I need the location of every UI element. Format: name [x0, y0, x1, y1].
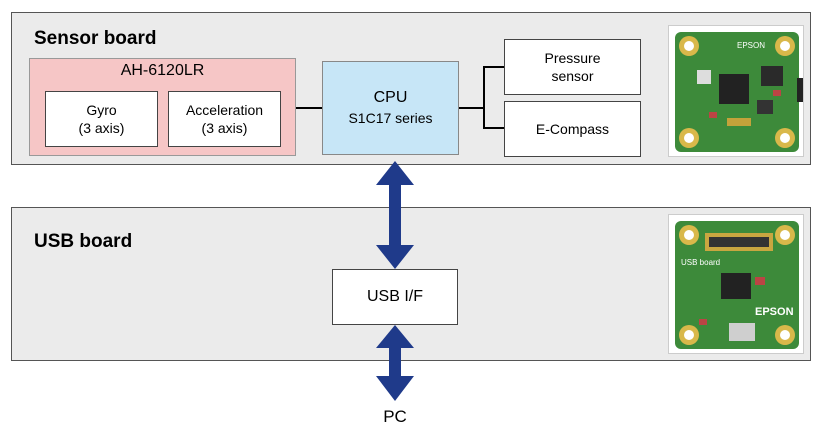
usb-photo-label: USB board — [681, 258, 720, 267]
pressure-sensor-label: sensor — [551, 68, 594, 84]
usb-photo-brand: EPSON — [755, 306, 794, 318]
e-compass-box: E-Compass — [504, 101, 641, 157]
cpu-series-label: S1C17 series — [348, 110, 433, 126]
usb-interface-label: USB I/F — [366, 288, 423, 305]
sensor-photo-brand: EPSON — [737, 41, 765, 50]
usb-interface-box: USB I/F — [332, 269, 458, 325]
acceleration-label: Acceleration — [185, 102, 264, 118]
e-compass-label: E-Compass — [535, 121, 610, 137]
sensor-board-title: Sensor board — [34, 28, 157, 49]
pressure-sensor-box: Pressure sensor — [504, 39, 641, 95]
usb-pc-double-arrow — [376, 325, 414, 401]
sensor-usb-double-arrow — [376, 161, 414, 269]
acceleration-axis-label: (3 axis) — [201, 120, 248, 136]
cpu-label: CPU — [373, 89, 408, 106]
gyro-axis-label: (3 axis) — [78, 120, 125, 136]
gyro-label: Gyro — [86, 102, 117, 118]
sensor-board-photo: EPSON — [668, 25, 804, 157]
cpu-box: CPU S1C17 series — [322, 61, 459, 155]
module-title: AH-6120LR — [120, 62, 205, 79]
pressure-label: Pressure — [544, 50, 601, 66]
gyro-box: Gyro (3 axis) — [45, 91, 158, 147]
acceleration-box: Acceleration (3 axis) — [168, 91, 281, 147]
usb-board-title: USB board — [34, 231, 133, 252]
pc-label: PC — [383, 407, 407, 426]
usb-board-photo: USB board EPSON — [668, 214, 804, 354]
